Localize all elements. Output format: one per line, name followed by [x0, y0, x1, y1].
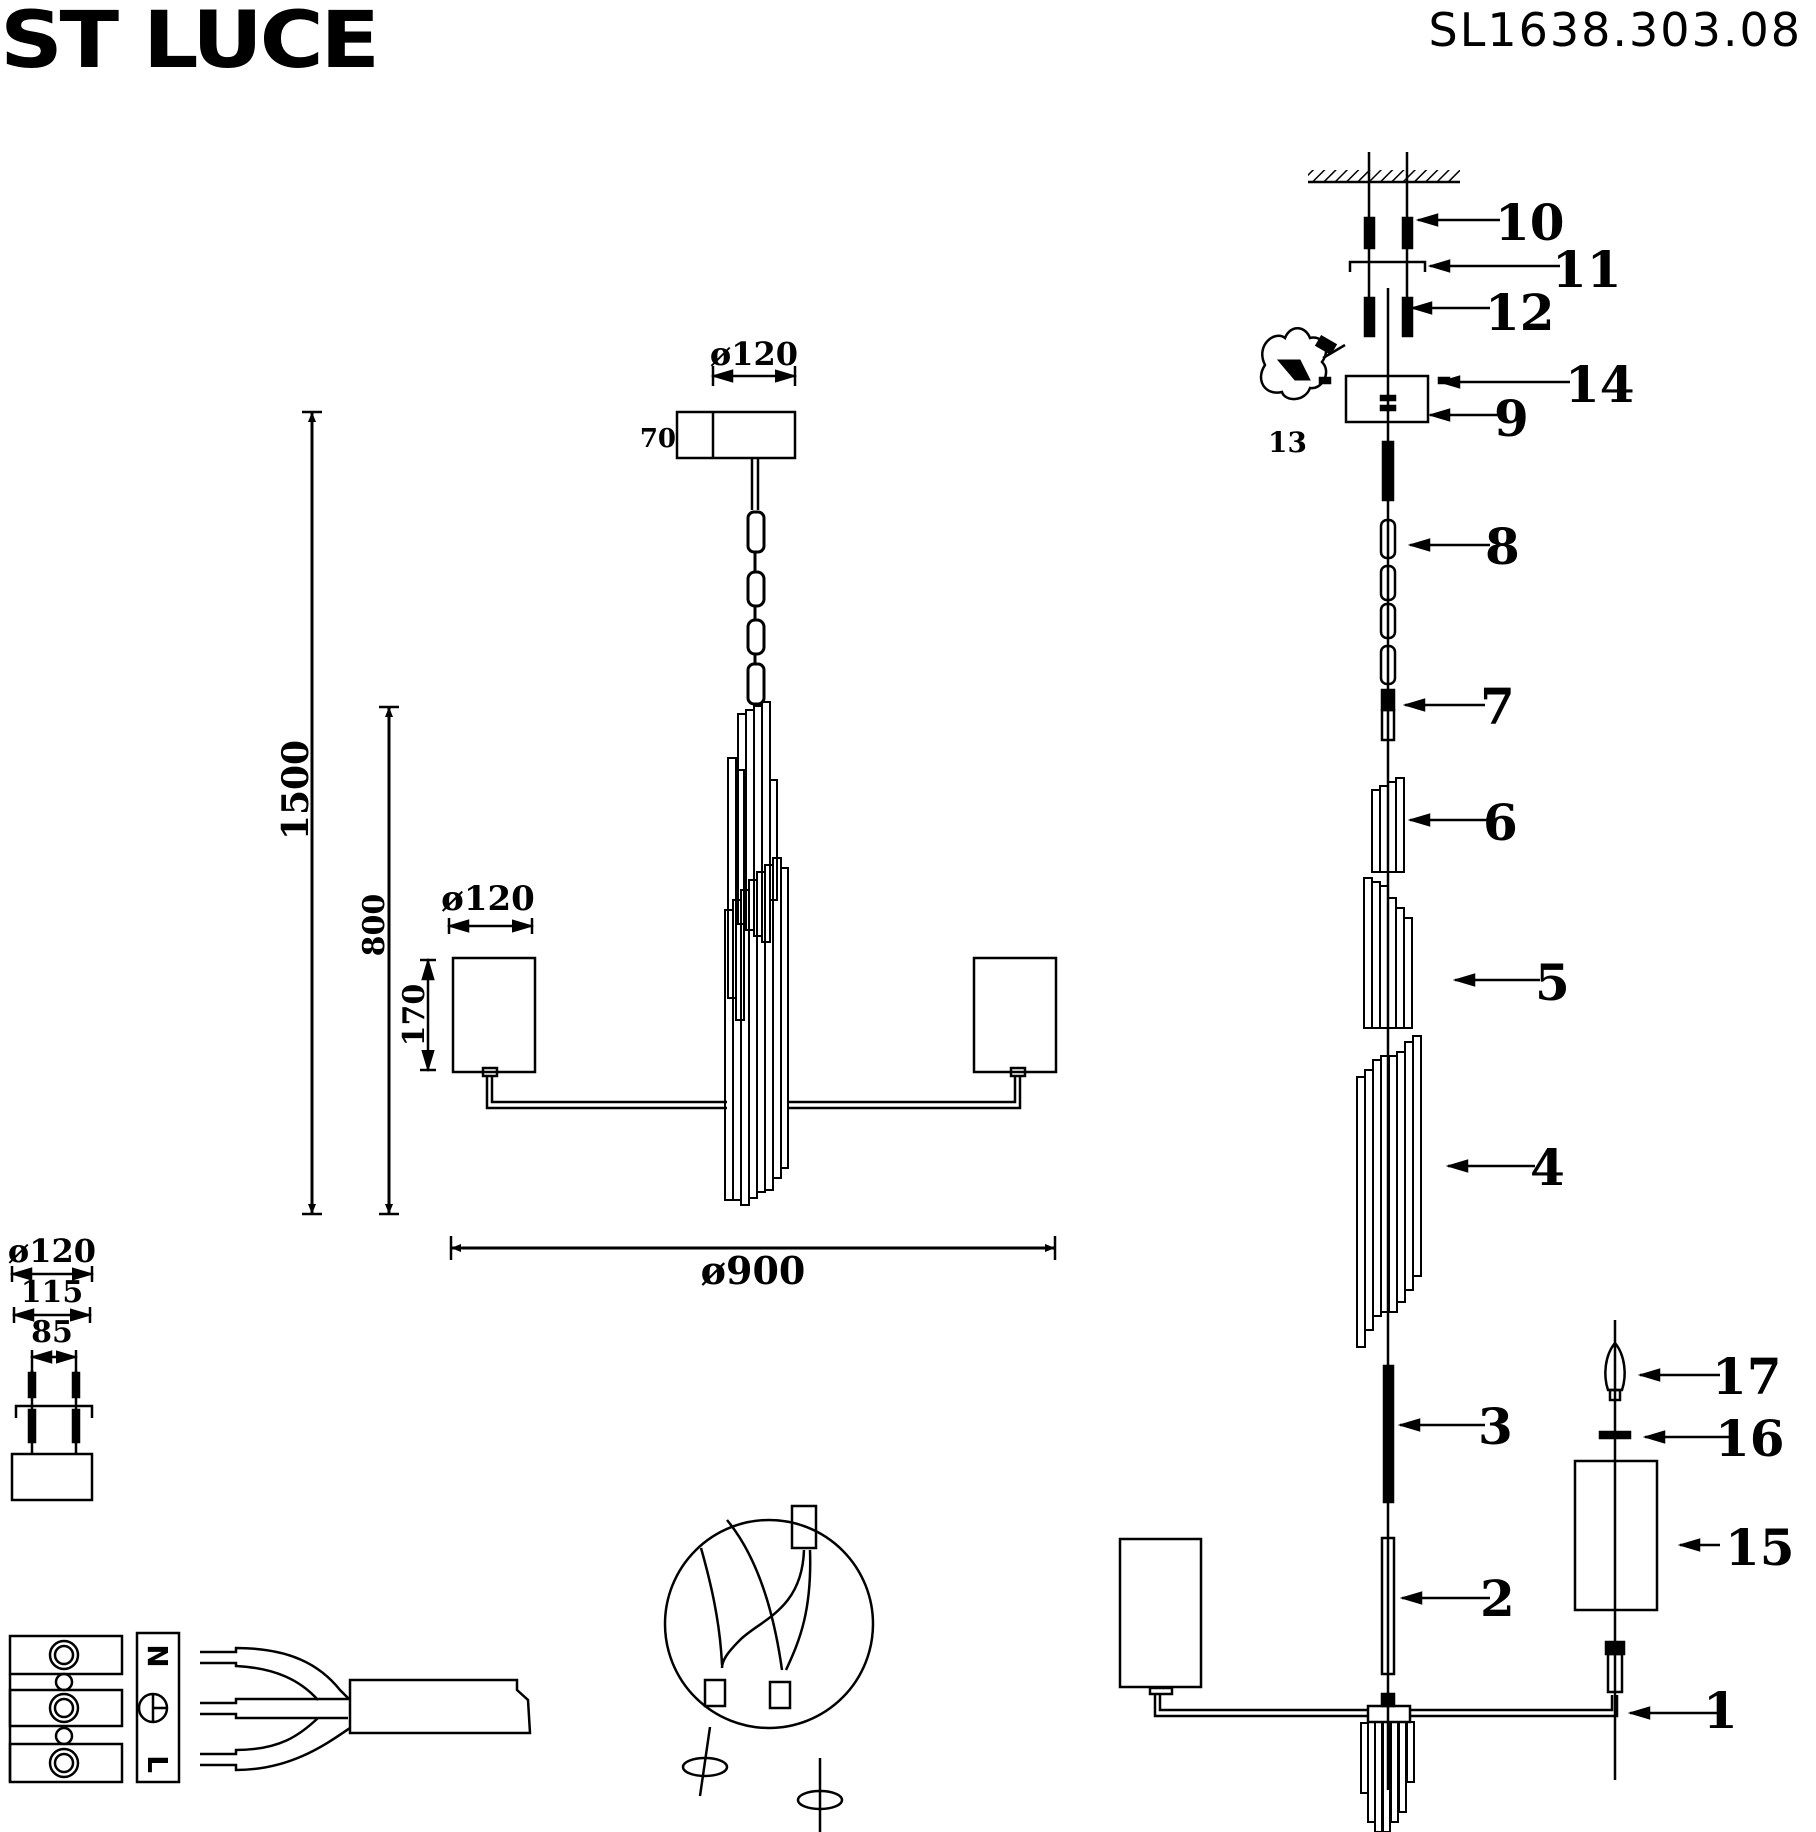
- ground-icon: [137, 1692, 169, 1724]
- part-number-10: 10: [1495, 193, 1565, 252]
- left-shade: [451, 956, 537, 1074]
- part-number-5: 5: [1535, 953, 1570, 1012]
- canopy-diameter-label: ø120: [710, 335, 798, 373]
- shade-height-label: 170: [397, 984, 432, 1047]
- part-number-3: 3: [1478, 1397, 1513, 1456]
- part-number-4: 4: [1530, 1138, 1565, 1197]
- part-number-1: 1: [1703, 1681, 1738, 1740]
- left-shade-exploded: [1118, 1537, 1203, 1689]
- main-elevation-view: ø120 70: [275, 335, 1058, 1293]
- mounting-bracket: [1348, 260, 1427, 272]
- crystal-rod-cluster: [724, 701, 789, 1206]
- bracket-width-label: 115: [21, 1275, 84, 1310]
- part-6-crystals: [1371, 777, 1405, 873]
- total-height-label: 1500: [275, 740, 317, 840]
- part-number-8: 8: [1485, 517, 1520, 576]
- part-number-7: 7: [1480, 677, 1515, 736]
- neutral-label: N: [141, 1644, 174, 1667]
- wiring-diagram: N L: [8, 1631, 532, 1784]
- part-number-16: 16: [1715, 1409, 1785, 1468]
- part-4-crystals: [1356, 1035, 1422, 1348]
- part-number-13: 13: [1268, 426, 1307, 459]
- part-numbers: 1 2 3 4 5 6 7 8 9 10 11 12 13 14 15 16 1…: [1268, 193, 1795, 1740]
- shade-diameter-label: ø120: [441, 879, 535, 919]
- canopy: [675, 410, 797, 460]
- terminal-block: [8, 1634, 124, 1784]
- live-label: L: [141, 1755, 174, 1773]
- right-shade: [972, 956, 1058, 1074]
- part-number-15: 15: [1725, 1518, 1795, 1577]
- screw-spacing-label: 85: [31, 1315, 73, 1350]
- part-5-crystals: [1363, 877, 1413, 1029]
- part-number-9: 9: [1494, 389, 1529, 448]
- shade-15: [1573, 1459, 1659, 1612]
- part-callouts: [1397, 213, 1730, 1720]
- part-number-11: 11: [1552, 240, 1622, 299]
- mount-diameter-label: ø120: [8, 1232, 96, 1270]
- part-number-17: 17: [1712, 1347, 1782, 1406]
- model-number: SL1638.303.08: [1428, 3, 1802, 57]
- detail-13-cloud: [1259, 327, 1328, 401]
- mounting-detail: ø120 115 85: [8, 1232, 96, 1502]
- brand-logo: ST LUCE: [0, 0, 380, 86]
- body-height-label: 800: [357, 894, 392, 957]
- terminal-label-strip: [135, 1631, 181, 1784]
- part-number-14: 14: [1565, 355, 1635, 414]
- canopy-height-label: 70: [640, 424, 676, 454]
- part-number-6: 6: [1483, 793, 1518, 852]
- overall-diameter-label: ø900: [701, 1248, 806, 1293]
- connector-detail: [663, 1504, 875, 1832]
- part-number-12: 12: [1485, 283, 1555, 342]
- exploded-view: [1118, 152, 1659, 1832]
- ceiling-hatch: [1308, 170, 1460, 182]
- chain: [746, 510, 766, 706]
- part-number-2: 2: [1480, 1569, 1515, 1628]
